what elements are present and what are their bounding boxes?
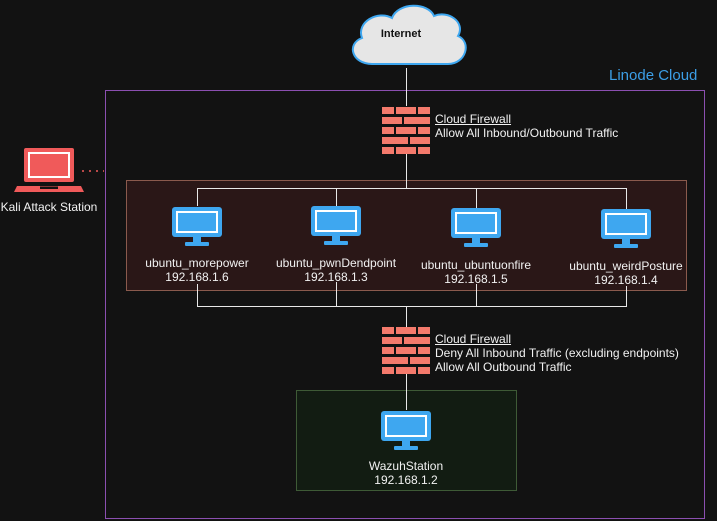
server-name: WazuhStation: [368, 459, 444, 473]
internet-label: Internet: [380, 28, 422, 40]
firewall-bottom-title: Cloud Firewall: [435, 332, 512, 346]
firewall-bottom-rule-inbound: Deny All Inbound Traffic (excluding endp…: [435, 346, 679, 360]
connection-lines: [197, 68, 627, 410]
firewall-bottom-rule-outbound: Allow All Outbound Traffic: [435, 360, 572, 374]
endpoint-pwndendpoint-name: ubuntu_pwnDendpoint: [275, 256, 397, 270]
endpoint-morepower-ip: 192.168.1.6: [165, 270, 229, 284]
endpoint-morepower-name: ubuntu_morepower: [145, 256, 249, 270]
linode-cloud-region: [105, 90, 705, 519]
firewall-top-rule: Allow All Inbound/Outbound Traffic: [435, 126, 619, 140]
region-label: Linode Cloud: [609, 67, 698, 84]
laptop-icon: [14, 148, 84, 192]
server-ip: 192.168.1.2: [374, 473, 438, 487]
firewall-top-icon: [382, 107, 430, 154]
endpoint-pwndendpoint-ip: 192.168.1.3: [304, 270, 368, 284]
endpoint-weirdposture-ip: 192.168.1.4: [594, 273, 658, 287]
firewall-top-title: Cloud Firewall: [435, 112, 512, 126]
internet-cloud-icon: [351, 4, 467, 65]
endpoint-ubuntuonfire-name: ubuntu_ubuntuonfire: [420, 258, 532, 272]
attacker-label: Kali Attack Station: [0, 200, 98, 214]
firewall-bottom-icon: [382, 327, 430, 374]
endpoint-ubuntuonfire-ip: 192.168.1.5: [444, 272, 508, 286]
endpoint-weirdposture-name: ubuntu_weirdPosture: [569, 259, 683, 273]
